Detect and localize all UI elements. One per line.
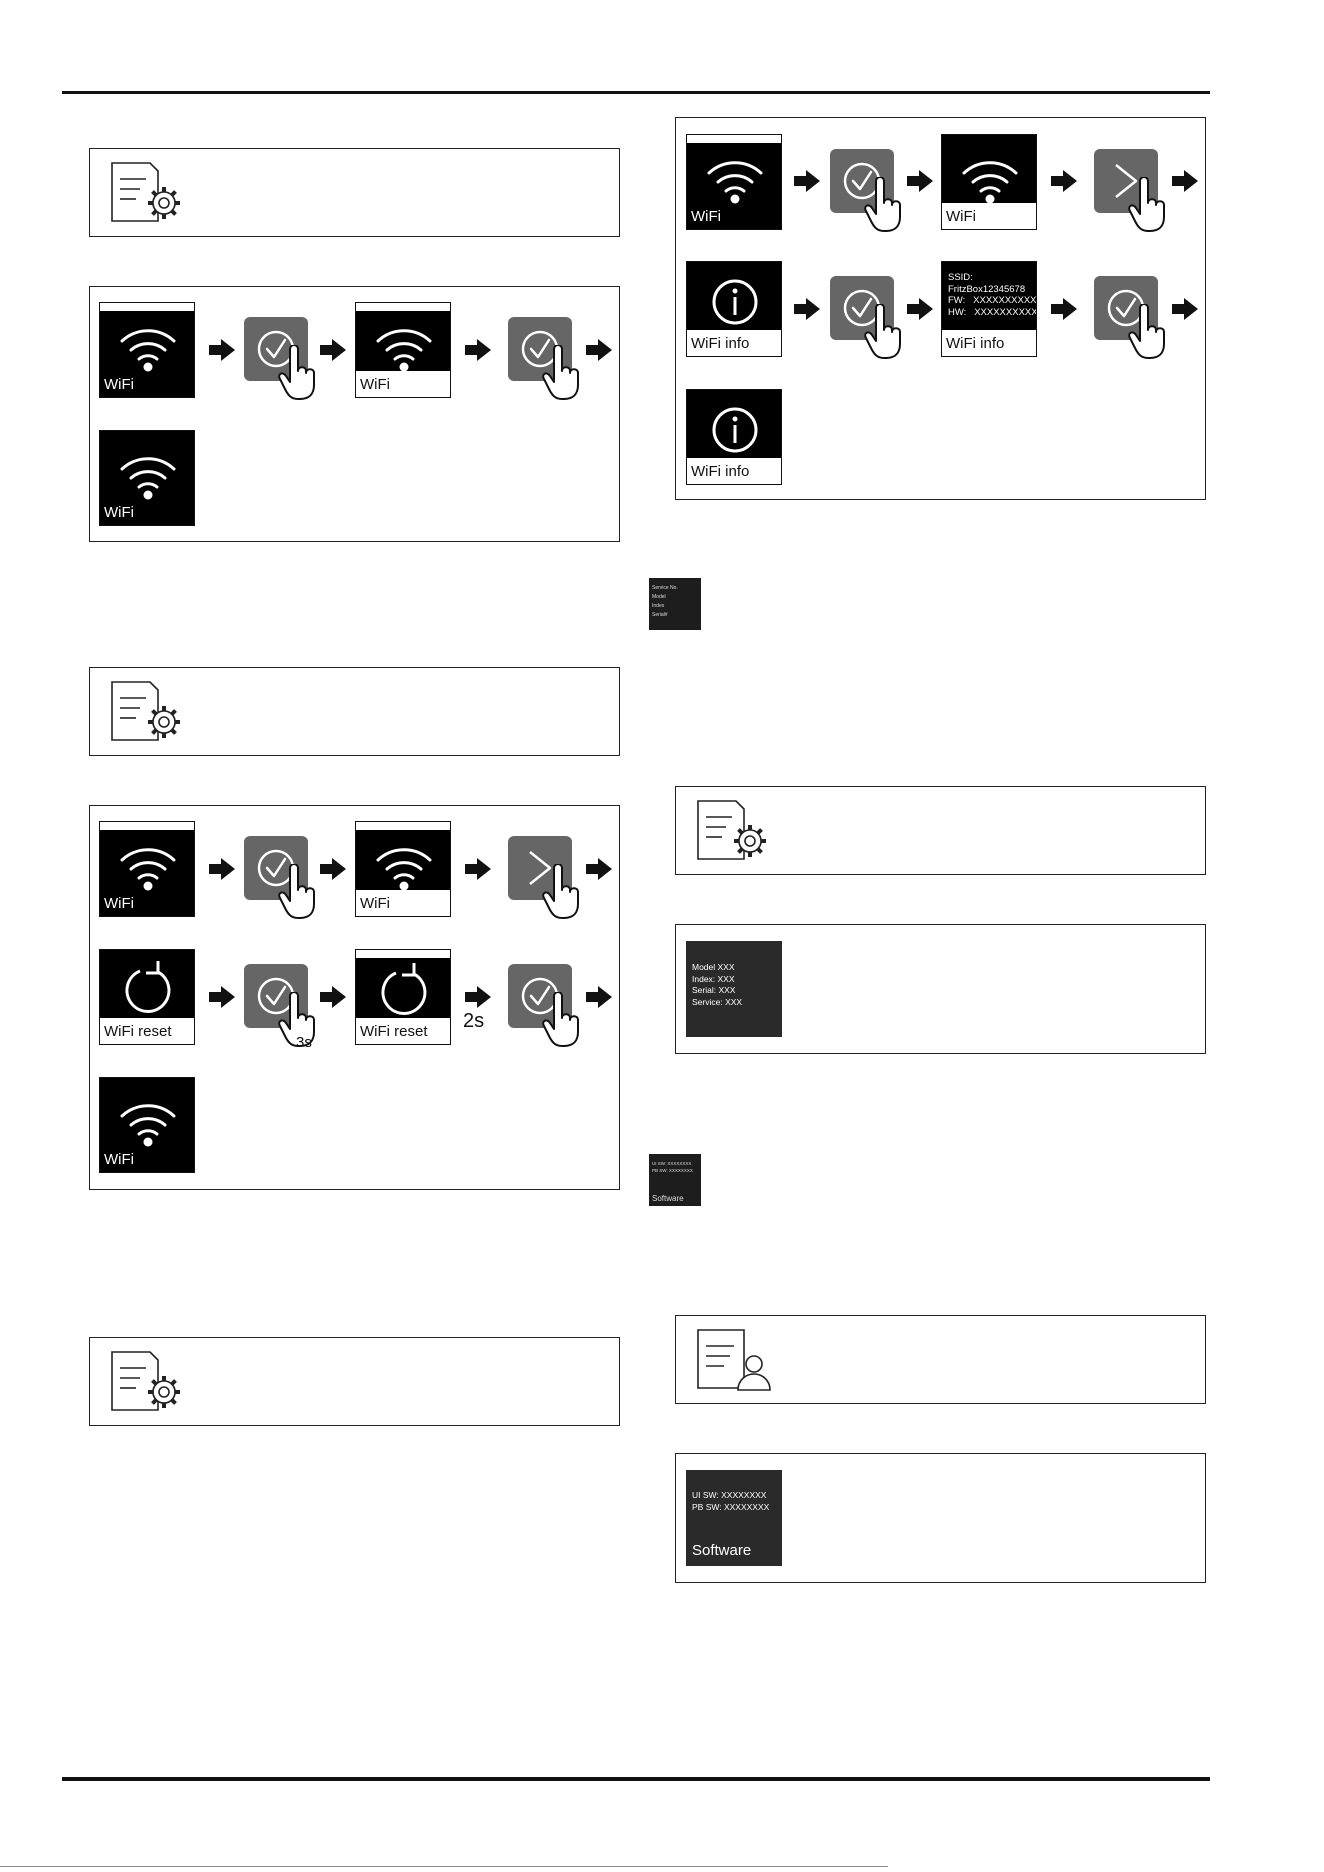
arrow-right-icon	[465, 858, 491, 880]
wifi-reset-screen-active: WiFi reset	[355, 949, 451, 1045]
arrow-right-icon	[209, 339, 235, 361]
arrow-right-icon	[586, 986, 612, 1008]
wifi-info-screen: WiFi info	[686, 261, 782, 357]
wifi-screen: WiFi	[99, 821, 195, 917]
software-label: Software	[692, 1542, 752, 1559]
delay-label: 2s	[463, 1010, 485, 1032]
arrow-right-icon	[1172, 170, 1198, 192]
top-rule	[62, 91, 1210, 94]
customer-user-icon	[688, 1324, 778, 1394]
wifi-reset-screen: WiFi reset	[99, 949, 195, 1045]
screen-label: WiFi reset	[100, 1018, 194, 1044]
bottom-rule	[62, 1777, 1210, 1781]
arrow-right-icon	[586, 858, 612, 880]
hand-swipe-icon	[542, 864, 582, 920]
wifi-toggle-sequence-panel: WiFi WiFi WiFi	[89, 286, 620, 542]
screen-label: WiFi	[104, 1151, 134, 1168]
arrow-right-icon	[1051, 298, 1077, 320]
settings-menu-panel-4	[675, 786, 1206, 875]
hand-tap-icon	[278, 345, 318, 401]
arrow-right-icon	[907, 170, 933, 192]
screen-label: WiFi	[104, 376, 134, 393]
hand-tap-icon	[278, 864, 318, 920]
software-tile-label: Software	[652, 1194, 684, 1203]
arrow-right-icon	[907, 298, 933, 320]
settings-menu-panel-1	[89, 148, 620, 237]
settings-menu-panel-2	[89, 667, 620, 756]
wifi-screen-off: WiFi	[355, 302, 451, 398]
wifi-screen-off: WiFi	[355, 821, 451, 917]
settings-gear-icon	[102, 676, 192, 746]
arrow-right-icon	[794, 298, 820, 320]
hold-duration-label: 3s	[296, 1034, 312, 1051]
screen-label: WiFi	[356, 890, 450, 916]
hand-tap-icon	[1128, 304, 1168, 360]
settings-gear-icon	[688, 795, 778, 865]
wifi-screen-off: WiFi	[941, 134, 1037, 230]
wifi-screen: WiFi	[99, 430, 195, 526]
wifi-info-screen: WiFi info	[686, 389, 782, 485]
screen-label: WiFi info	[687, 330, 781, 356]
wifi-reset-sequence-panel: WiFi WiFi WiFi reset 3s WiFi reset 2s Wi…	[89, 805, 620, 1190]
screen-label: WiFi reset	[356, 1018, 450, 1044]
screen-label: WiFi info	[942, 330, 1036, 356]
arrow-right-icon	[465, 986, 491, 1008]
hand-tap-icon	[864, 304, 904, 360]
arrow-right-icon	[586, 339, 612, 361]
settings-gear-icon	[102, 1346, 192, 1416]
arrow-right-icon	[209, 986, 235, 1008]
hand-tap-icon	[542, 345, 582, 401]
customer-menu-panel	[675, 1315, 1206, 1404]
arrow-right-icon	[320, 858, 346, 880]
footer-rule	[0, 1866, 888, 1867]
wifi-screen: WiFi	[99, 1077, 195, 1173]
arrow-right-icon	[320, 339, 346, 361]
screen-label: WiFi	[104, 504, 134, 521]
hand-tap-icon	[1128, 177, 1168, 233]
arrow-right-icon	[209, 858, 235, 880]
screen-label: WiFi	[942, 203, 1036, 229]
arrow-right-icon	[1051, 170, 1077, 192]
arrow-right-icon	[465, 339, 491, 361]
screen-label: WiFi	[691, 208, 721, 225]
arrow-right-icon	[794, 170, 820, 192]
wifi-info-sequence-panel: WiFi WiFi WiFi info SSID:FritzBox1234567…	[675, 117, 1206, 500]
arrow-right-icon	[1172, 298, 1198, 320]
screen-label: WiFi	[104, 895, 134, 912]
wifi-screen: WiFi	[686, 134, 782, 230]
settings-gear-icon	[102, 157, 192, 227]
screen-label: WiFi info	[687, 458, 781, 484]
hand-tap-icon	[542, 992, 582, 1048]
screen-label: WiFi	[356, 371, 450, 397]
hand-tap-icon	[864, 177, 904, 233]
arrow-right-icon	[320, 986, 346, 1008]
wifi-screen: WiFi	[99, 302, 195, 398]
settings-menu-panel-3	[89, 1337, 620, 1426]
